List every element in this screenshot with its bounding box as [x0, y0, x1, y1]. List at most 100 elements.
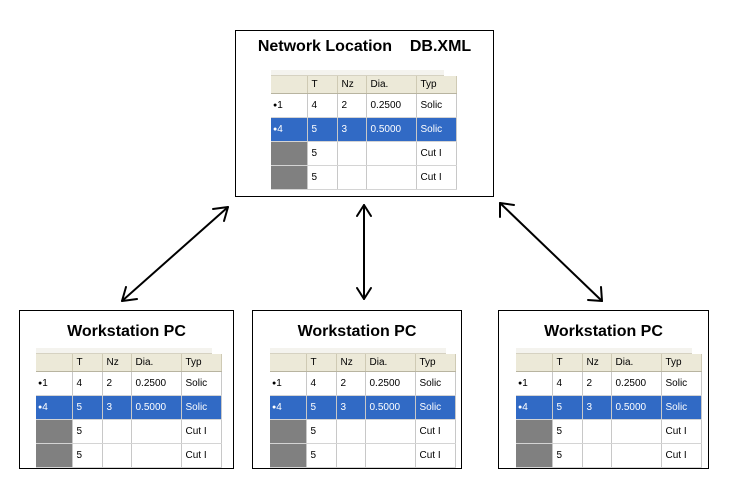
row-header[interactable]: [36, 419, 73, 444]
table-cell: Cut I: [416, 141, 457, 166]
row-header[interactable]: ●4: [271, 117, 308, 142]
table-cell: 4: [307, 93, 338, 118]
row-header[interactable]: ●1: [270, 371, 307, 396]
row-header[interactable]: [270, 443, 307, 468]
column-header: T: [552, 354, 583, 372]
row-number: 1: [276, 378, 282, 389]
row-header[interactable]: ●4: [516, 395, 553, 420]
column-header: Nz: [337, 76, 367, 94]
table-cell: [611, 443, 662, 468]
row-number: 1: [522, 378, 528, 389]
table-cell: 5: [306, 419, 337, 444]
table-row[interactable]: 5 Cut I: [516, 419, 702, 444]
row-header[interactable]: [516, 443, 553, 468]
row-header[interactable]: [271, 165, 308, 190]
row-bullet-icon: ●: [518, 404, 523, 411]
table-cell: [102, 443, 132, 468]
arrow-right-connection: [499, 202, 603, 302]
table-cell: Solic: [181, 395, 222, 420]
table-cell: 5: [306, 395, 337, 420]
row-header[interactable]: ●4: [270, 395, 307, 420]
table-cell: 5: [552, 395, 583, 420]
table-cell: [365, 443, 416, 468]
column-header: Typ: [661, 354, 702, 372]
table-cell: Cut I: [661, 419, 702, 444]
row-number: 1: [42, 378, 48, 389]
table-cell: Solic: [416, 117, 457, 142]
table-cell: Solic: [181, 371, 222, 396]
row-header[interactable]: [36, 443, 73, 468]
table-cell: Cut I: [181, 419, 222, 444]
row-bullet-icon: ●: [273, 126, 278, 133]
row-header[interactable]: ●1: [271, 93, 308, 118]
table-cell: Solic: [415, 395, 456, 420]
header-corner: [271, 76, 308, 94]
column-header: T: [306, 354, 337, 372]
grid-top-strip: [270, 348, 446, 354]
header-corner: [516, 354, 553, 372]
table-cell: [366, 141, 417, 166]
arrow-left-connection: [121, 206, 229, 302]
server-title: Network Location DB.XML: [257, 38, 472, 55]
table-cell: 3: [102, 395, 132, 420]
row-header[interactable]: [270, 419, 307, 444]
table-cell: [336, 443, 366, 468]
table-cell: 2: [337, 93, 367, 118]
table-cell: 0.5000: [365, 395, 416, 420]
table-cell: [337, 141, 367, 166]
grid-top-strip: [36, 348, 212, 354]
table-cell: [582, 443, 612, 468]
header-corner: [270, 354, 307, 372]
table-cell: 4: [552, 371, 583, 396]
table-cell: 5: [307, 117, 338, 142]
table-cell: 5: [552, 419, 583, 444]
table-cell: 0.2500: [365, 371, 416, 396]
row-header[interactable]: ●1: [36, 371, 73, 396]
row-number: 4: [42, 402, 48, 413]
row-number: 4: [522, 402, 528, 413]
column-header: Dia.: [611, 354, 662, 372]
table-cell: 5: [552, 443, 583, 468]
row-header[interactable]: ●1: [516, 371, 553, 396]
table-cell: [582, 419, 612, 444]
table-cell: [365, 419, 416, 444]
row-header[interactable]: [271, 141, 308, 166]
table-cell: 0.2500: [131, 371, 182, 396]
row-header[interactable]: [516, 419, 553, 444]
table-cell: 5: [307, 165, 338, 190]
table-cell: Solic: [415, 371, 456, 396]
row-header[interactable]: ●4: [36, 395, 73, 420]
column-header: Dia.: [366, 76, 417, 94]
column-header: T: [307, 76, 338, 94]
row-bullet-icon: ●: [272, 404, 277, 411]
table-cell: 0.2500: [366, 93, 417, 118]
table-cell: 4: [72, 371, 103, 396]
table-cell: [131, 419, 182, 444]
header-corner: [36, 354, 73, 372]
table-cell: [611, 419, 662, 444]
table-cell: 0.5000: [131, 395, 182, 420]
